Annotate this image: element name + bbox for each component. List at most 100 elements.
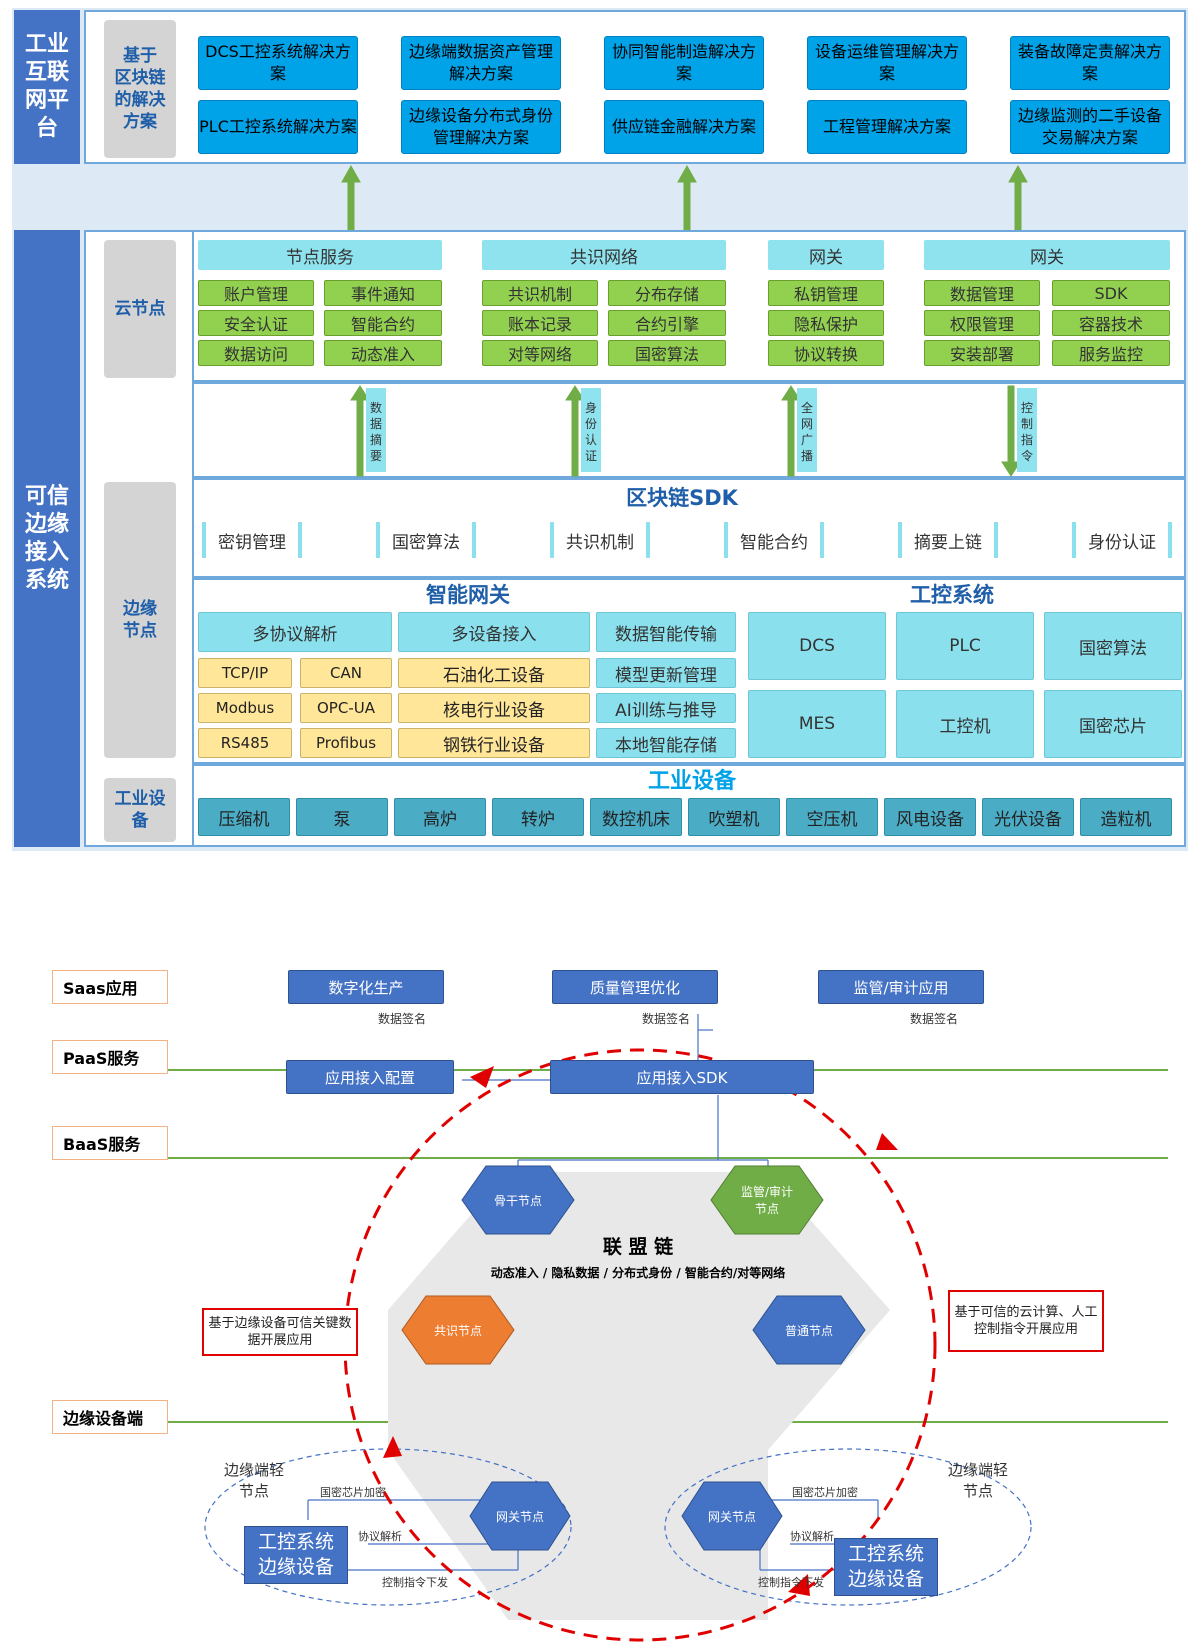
signature-label: 数据签名 bbox=[910, 1012, 959, 1026]
protocol-item: OPC-UA bbox=[300, 693, 392, 723]
cloud-node-label: 云节点 bbox=[104, 240, 176, 378]
gateway-header: 多协议解析 bbox=[198, 612, 392, 652]
sdk-item: 身份认证 bbox=[1072, 522, 1172, 558]
solution-box: 边缘端数据资产管理解决方案 bbox=[401, 36, 561, 90]
device-item: 转炉 bbox=[492, 798, 584, 836]
device-item: 吹塑机 bbox=[688, 798, 780, 836]
cloud-item: 安装部署 bbox=[924, 340, 1040, 366]
device-title: 工业设备 bbox=[647, 769, 736, 794]
control-item: 国密芯片 bbox=[1044, 690, 1182, 758]
audit-node: 监管/审计节点 bbox=[740, 1185, 794, 1216]
light-node-label: 边缘端轻节点 bbox=[224, 1461, 285, 1500]
device-item: 高炉 bbox=[394, 798, 486, 836]
cloud-item: 服务监控 bbox=[1052, 340, 1170, 366]
saas-app: 质量管理优化 bbox=[552, 970, 718, 1004]
saas-app: 监管/审计应用 bbox=[818, 970, 984, 1004]
diagram-shapes bbox=[58, 1014, 1168, 1642]
flow-label: 国密芯片加密 bbox=[320, 1486, 386, 1499]
alliance-title: 联 盟 链 bbox=[602, 1235, 674, 1258]
layer-label: BaaS服务 bbox=[52, 1126, 168, 1160]
sdk-item: 密钥管理 bbox=[202, 522, 302, 558]
normal-node-hex bbox=[752, 1295, 866, 1365]
alliance-subtitle: 动态准入 / 隐私数据 / 分布式身份 / 智能合约/对等网络 bbox=[490, 1265, 786, 1280]
solution-box: 边缘设备分布式身份管理解决方案 bbox=[401, 100, 561, 154]
gateway-header: 多设备接入 bbox=[398, 612, 590, 652]
signature-label: 数据签名 bbox=[642, 1012, 691, 1026]
layer-label: PaaS服务 bbox=[52, 1040, 168, 1074]
audit-node-hex bbox=[710, 1165, 824, 1235]
gateway-node-hex bbox=[681, 1481, 783, 1551]
flow-label: 控制指令下发 bbox=[382, 1576, 448, 1589]
platform-label: 工业 互联 网平 台 bbox=[14, 10, 80, 164]
cloud-item: 对等网络 bbox=[482, 340, 598, 366]
gateway-node-left: 网关节点 bbox=[495, 1509, 544, 1524]
layer-label: 边缘设备端 bbox=[52, 1400, 168, 1434]
control-item: MES bbox=[748, 690, 886, 758]
control-item: 国密算法 bbox=[1044, 612, 1182, 680]
protocol-item: RS485 bbox=[198, 728, 292, 758]
solution-box: 装备故障定责解决方案 bbox=[1010, 36, 1170, 90]
edge-node-label: 边缘节点 bbox=[104, 482, 176, 758]
gateway-node-right: 网关节点 bbox=[707, 1509, 756, 1524]
solution-box: 边缘监测的二手设备交易解决方案 bbox=[1010, 100, 1170, 154]
cloud-item: 国密算法 bbox=[608, 340, 726, 366]
flow-label: 协议解析 bbox=[790, 1530, 834, 1543]
cloud-item: 隐私保护 bbox=[768, 310, 884, 336]
trusted-system-label: 可信 边缘 接入 系统 bbox=[14, 230, 80, 847]
cloud-item: 数据管理 bbox=[924, 280, 1040, 306]
normal-node: 普通节点 bbox=[784, 1323, 833, 1338]
cloud-item: 动态准入 bbox=[324, 340, 442, 366]
device-item: 泵 bbox=[296, 798, 388, 836]
signature-label: 数据签名 bbox=[378, 1012, 427, 1026]
control-item: PLC bbox=[896, 612, 1034, 680]
smart-item: 本地智能存储 bbox=[596, 728, 736, 758]
solution-box: 供应链金融解决方案 bbox=[604, 100, 764, 154]
industry-item: 钢铁行业设备 bbox=[398, 728, 590, 758]
flow-label: 控制指令下发 bbox=[758, 1576, 824, 1589]
sdk-item: 摘要上链 bbox=[898, 522, 998, 558]
control-title: 工控系统 bbox=[910, 583, 994, 607]
smart-item: 模型更新管理 bbox=[596, 658, 736, 688]
cloud-item: 账户管理 bbox=[198, 280, 314, 306]
sdk-item: 共识机制 bbox=[550, 522, 650, 558]
cloud-item: 共识机制 bbox=[482, 280, 598, 306]
cloud-header: 网关 bbox=[768, 240, 884, 270]
sdk-title: 区块链SDK bbox=[626, 486, 738, 510]
edge-device-box: 工控系统 边缘设备 bbox=[244, 1526, 348, 1584]
cloud-item: 容器技术 bbox=[1052, 310, 1170, 336]
cloud-item: 合约引擎 bbox=[608, 310, 726, 336]
arrow-label: 数据摘要 bbox=[366, 388, 386, 472]
sdk-item: 智能合约 bbox=[724, 522, 824, 558]
cloud-item: 账本记录 bbox=[482, 310, 598, 336]
cloud-item: 分布存储 bbox=[608, 280, 726, 306]
protocol-item: CAN bbox=[300, 658, 392, 688]
solution-box: 协同智能制造解决方案 bbox=[604, 36, 764, 90]
cloud-item: 权限管理 bbox=[924, 310, 1040, 336]
control-item: DCS bbox=[748, 612, 886, 680]
cloud-header: 共识网络 bbox=[482, 240, 726, 270]
flow-label: 国密芯片加密 bbox=[792, 1486, 858, 1499]
industry-item: 石油化工设备 bbox=[398, 658, 590, 688]
protocol-item: Modbus bbox=[198, 693, 292, 723]
sdk-item: 国密算法 bbox=[376, 522, 476, 558]
cloud-item: 私钥管理 bbox=[768, 280, 884, 306]
cloud-item: 安全认证 bbox=[198, 310, 314, 336]
cloud-item: 事件通知 bbox=[324, 280, 442, 306]
device-label: 工业设 备 bbox=[104, 778, 176, 842]
device-item: 压缩机 bbox=[198, 798, 290, 836]
arrow-label: 身份认证 bbox=[581, 388, 601, 472]
control-item: 工控机 bbox=[896, 690, 1034, 758]
blockchain-solution-label: 基于 区块链 的解决 方案 bbox=[104, 20, 176, 158]
gateway-header: 数据智能传输 bbox=[596, 612, 736, 652]
arrow-label: 控制指令 bbox=[1017, 388, 1037, 472]
solution-box: DCS工控系统解决方案 bbox=[198, 36, 358, 90]
left-note: 基于边缘设备可信关键数据开展应用 bbox=[202, 1308, 358, 1356]
gateway-node-hex bbox=[469, 1481, 571, 1551]
right-note: 基于可信的云计算、人工控制指令开展应用 bbox=[948, 1290, 1104, 1352]
device-item: 风电设备 bbox=[884, 798, 976, 836]
gateway-title: 智能网关 bbox=[426, 583, 510, 607]
layer-label: Saas应用 bbox=[52, 970, 168, 1004]
consensus-node-hex bbox=[401, 1295, 515, 1365]
paas-sdk: 应用接入SDK bbox=[550, 1060, 814, 1094]
saas-app: 数字化生产 bbox=[288, 970, 444, 1004]
